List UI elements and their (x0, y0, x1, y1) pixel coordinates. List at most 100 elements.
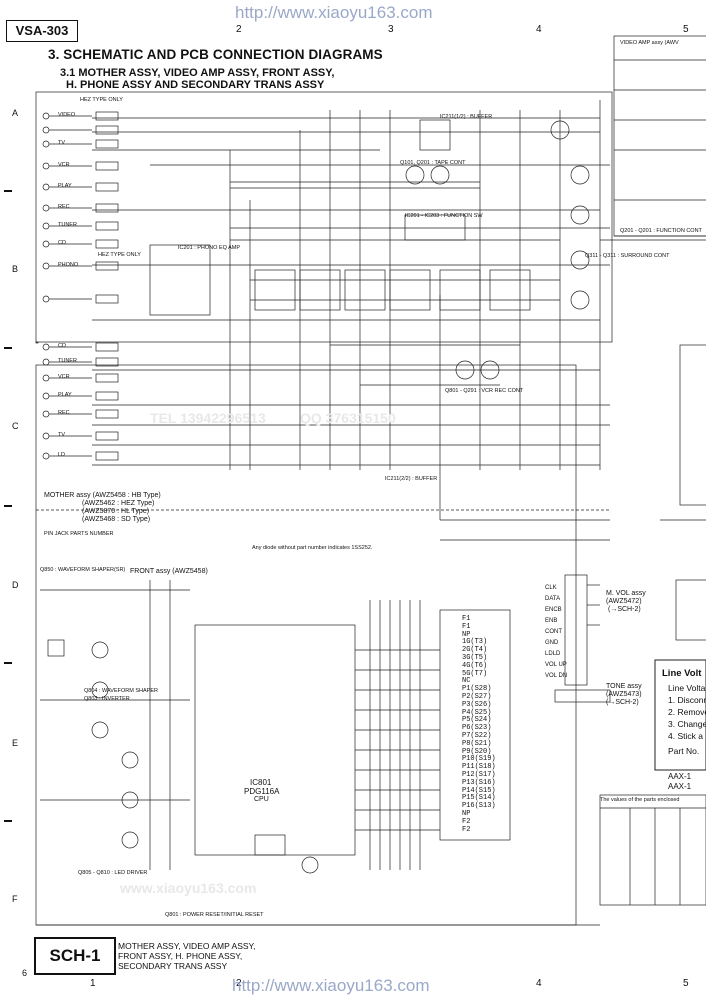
connector-pin: CLK (545, 585, 557, 591)
line-voltage-step: 4. Stick a l (668, 731, 706, 741)
jack-symbol (42, 295, 50, 303)
jack-symbol (42, 262, 50, 270)
mother-assy-variant: (AWZ5462 : HEZ Type) (82, 500, 155, 507)
model-label: VSA-303 (6, 20, 78, 42)
jack-symbol (42, 162, 50, 170)
fl-pin: P5(S24) (462, 716, 492, 725)
col-number-bottom-1: 1 (90, 978, 96, 989)
row-divider-tick (4, 820, 12, 822)
fl-pin: P16(S13) (462, 802, 496, 811)
fl-pin-list: F1 F1 NP 1G(T3) 2G(T4) 3G(T5) 4G(T6) 5G(… (462, 615, 496, 834)
col-number-4: 4 (536, 24, 542, 35)
cpu-part-label: PDG116A (244, 787, 280, 796)
resistor-symbol (95, 203, 119, 213)
col-number-2: 2 (236, 24, 242, 35)
row-divider-tick (4, 505, 12, 507)
col-number-bottom-4: 4 (536, 978, 542, 989)
section-title: 3.1 MOTHER ASSY, VIDEO AMP ASSY, FRONT A… (60, 67, 335, 79)
tape-cont-label: Q101, Q201 : TAPE CONT (400, 160, 466, 166)
jack-label: TV (58, 432, 66, 438)
mother-assy-variant: (AWZ5870 : HL Type) (82, 508, 150, 515)
col-number-3: 3 (388, 24, 394, 35)
col-number-bottom-2: 2 (236, 978, 242, 989)
hez-only-label: HEZ TYPE ONLY (98, 252, 141, 258)
jack-label: PHONO (58, 262, 79, 268)
line-voltage-subtitle: Line Voltag (668, 683, 706, 693)
jack-label: REC (58, 204, 70, 210)
tone-assy-label: TONE assy (606, 683, 642, 690)
resistor-symbol (95, 294, 119, 304)
resistor-symbol (95, 357, 119, 367)
mvol-sch-ref: (→SCH-2) (608, 606, 641, 613)
jack-label: LD (58, 452, 66, 458)
waveform-shaper-label: Q850 : WAVEFORM SHAPER(SR) (40, 567, 126, 573)
resistor-symbol (95, 261, 119, 271)
row-label-c: C (12, 421, 19, 431)
pin-jack-note: PIN JACK PARTS NUMBER (44, 531, 114, 537)
row-label-f: F (12, 894, 18, 904)
jack-label: PLAY (58, 183, 72, 189)
fl-pin: 3G(T5) (462, 653, 488, 662)
diode-note: Any diode without part number indicates … (252, 545, 373, 551)
fl-pin: 5G(T7) (462, 669, 488, 678)
jack-symbol (42, 392, 50, 400)
waveform-shaper-label: Q804 : WAVEFORM SHAPER (84, 688, 158, 694)
resistor-symbol (95, 239, 119, 249)
connector-pin: GND (545, 640, 559, 646)
fl-pin: 1G(T3) (462, 638, 488, 647)
mother-assy-label: MOTHER assy (AWZ5458 : HB Type) (44, 492, 161, 499)
buffer2-label: IC211(2/2) : BUFFER (385, 476, 438, 482)
row-divider-tick (4, 662, 12, 664)
jack-symbol (42, 410, 50, 418)
connector-pin: DATA (545, 596, 561, 602)
buffer1-label: IC211(1/2) : BUFFER (440, 114, 493, 120)
col-number-5: 5 (683, 24, 689, 35)
fl-pin: F1 (462, 615, 471, 623)
resistor-symbol (95, 342, 119, 352)
power-reset-label: Q801 : POWER RESET/INITIAL RESET (165, 912, 264, 918)
cpu-function-label: CPU (254, 796, 269, 803)
resistor-symbol (95, 139, 119, 149)
resistor-symbol (95, 125, 119, 135)
jack-label: VCR (58, 374, 70, 380)
jack-label: VCR (58, 162, 70, 168)
resistor-symbol (95, 451, 119, 461)
part-number: AAX-1 (668, 772, 692, 781)
line-voltage-title: Line Volt (662, 668, 702, 679)
connector-pin: VOL UP (545, 662, 567, 668)
jack-label: VIDEO (58, 112, 76, 118)
resistor-symbol (95, 373, 119, 383)
jack-label: TUNER (58, 222, 77, 228)
jack-symbol (42, 222, 50, 230)
resistor-symbol (95, 182, 119, 192)
jack-label: CD (58, 240, 66, 246)
watermark-url-bottom: http://www.xiaoyu163.com (232, 976, 430, 995)
fl-pin: NC (462, 677, 471, 686)
sch-desc-line: SECONDARY TRANS ASSY (118, 961, 228, 971)
fl-pin: P1(S28) (462, 685, 492, 694)
row-label-e: E (12, 738, 19, 748)
fl-pin: 2G(T4) (462, 646, 488, 655)
fl-pin: P12(S17) (462, 770, 496, 779)
fl-pin: 4G(T6) (462, 661, 488, 670)
cpu-ic-label: IC801 (250, 778, 272, 787)
sch-desc-line: FRONT ASSY, H. PHONE ASSY, (118, 951, 243, 961)
page-title: 3. SCHEMATIC AND PCB CONNECTION DIAGRAMS (48, 47, 383, 62)
col-number-bottom-5: 5 (683, 978, 689, 989)
surround-cont-label: Q311 - Q311 : SURROUND CONT (585, 253, 670, 259)
row-divider-tick (4, 347, 12, 349)
fl-pin: P6(S23) (462, 724, 492, 733)
resistor-symbol (95, 111, 119, 121)
mvol-assy-label: M. VOL assy (606, 590, 646, 597)
fl-pin: P11(S18) (462, 763, 496, 772)
jack-symbol (42, 432, 50, 440)
row-label-a: A (12, 108, 19, 118)
tone-part-label: (AWZ5473) (606, 691, 642, 698)
fl-pin: P8(S21) (462, 739, 492, 748)
function-cont-label: Q201 - Q201 : FUNCTION CONT (620, 228, 702, 234)
part-no-label: Part No. (668, 746, 700, 756)
fl-pin: P9(S20) (462, 747, 492, 756)
page-number: 6 (22, 968, 28, 978)
jack-label: REC (58, 410, 70, 416)
jack-label: TV (58, 140, 66, 146)
